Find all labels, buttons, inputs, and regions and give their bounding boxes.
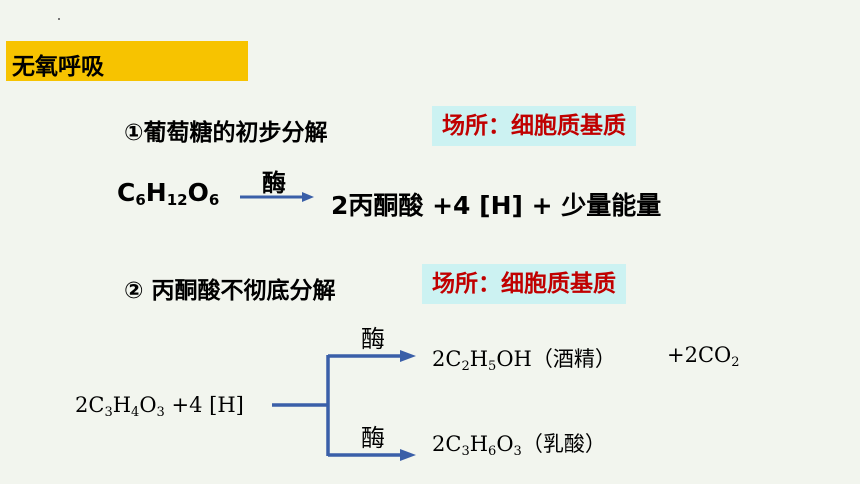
lactic-acid-product: 2C3H6O3（乳酸） bbox=[432, 432, 606, 459]
step2-heading: ② 丙酮酸不彻底分解 bbox=[124, 278, 336, 304]
step2-enzyme-upper: 酶 bbox=[361, 325, 385, 353]
co2-product: +2CO2 bbox=[667, 343, 740, 370]
ethanol-product: 2C2H5OH（酒精） bbox=[432, 347, 616, 374]
branch-arrow bbox=[272, 350, 416, 461]
page-title: 无氧呼吸 bbox=[12, 54, 104, 80]
step1-location: 场所：细胞质基质 bbox=[432, 106, 636, 146]
step2-location: 场所：细胞质基质 bbox=[422, 264, 626, 304]
step1-arrow bbox=[240, 192, 314, 202]
decorative-dot bbox=[58, 18, 60, 20]
step1-products: 2丙酮酸 +4 [H] + 少量能量 bbox=[331, 191, 662, 220]
title-bar bbox=[6, 41, 248, 81]
step1-heading: ①葡萄糖的初步分解 bbox=[124, 120, 328, 146]
pyruvate-reactant: 2C3H4O3 +4 [H] bbox=[75, 393, 244, 420]
step2-enzyme-lower: 酶 bbox=[361, 424, 385, 452]
step1-enzyme-label: 酶 bbox=[262, 169, 286, 197]
glucose-formula: C6H12O6 bbox=[117, 178, 220, 209]
